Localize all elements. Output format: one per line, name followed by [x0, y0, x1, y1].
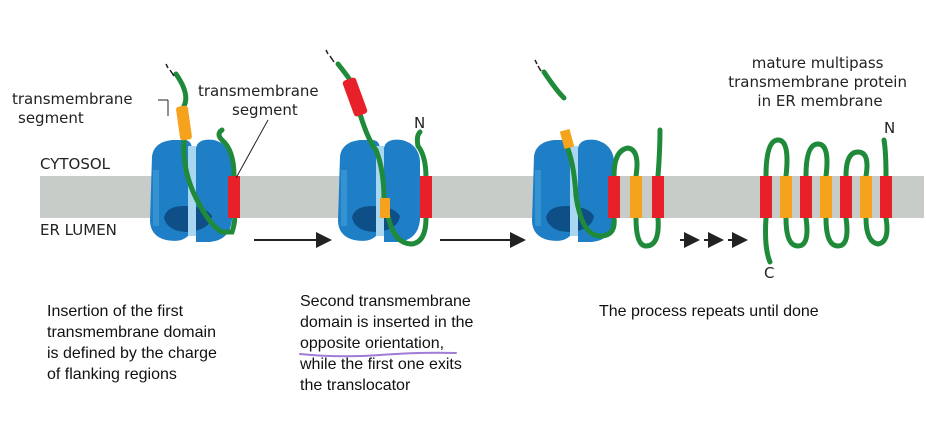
caption-step1-line: transmembrane domain [47, 324, 216, 341]
polypeptide-chain-1 [173, 71, 238, 235]
mature-segment-7 [880, 176, 892, 218]
orange-segment-1 [176, 105, 192, 141]
chain-continuation-3 [534, 59, 542, 72]
label-pointer-line-1 [235, 119, 269, 179]
caption-step2-line: Second transmembrane [300, 293, 471, 310]
red-segment-1 [228, 176, 240, 218]
step3-stage [532, 59, 664, 249]
polypeptide-chain-mature [763, 137, 890, 265]
caption-step2-line: opposite orientation, [300, 335, 445, 352]
polypeptide-chain-3 [541, 69, 663, 249]
translocator-3 [532, 140, 614, 242]
c-terminus-label: C [764, 264, 774, 282]
caption-step2-line: while the first one exits [300, 356, 462, 373]
tm-segment-left-label: transmembrane segment [12, 90, 137, 127]
red-segment-3a [608, 176, 620, 218]
orange-segment-2 [380, 198, 390, 218]
caption-step3-line: The process repeats until done [599, 303, 819, 320]
er-lumen-label: ER LUMEN [40, 221, 117, 239]
red-segment-3b [652, 176, 664, 218]
mature-segment-4 [820, 176, 832, 218]
mature-protein-label: mature multipass transmembrane protein i… [728, 54, 912, 110]
step2-stage [325, 49, 432, 247]
cytosol-label: CYTOSOL [40, 155, 111, 173]
tm-segment-mid-label: transmembrane segment [198, 82, 323, 119]
n-terminus-label-a: N [414, 114, 425, 132]
chain-continuation-2 [325, 49, 335, 63]
red-segment-2a [342, 77, 368, 117]
mature-segment-3 [800, 176, 812, 218]
mature-segment-2 [780, 176, 792, 218]
caption-step1-line: Insertion of the first [47, 303, 184, 320]
mature-segment-5 [840, 176, 852, 218]
mature-segment-1 [760, 176, 772, 218]
n-terminus-label-b: N [884, 119, 895, 137]
caption-step1-line: is defined by the charge [47, 345, 217, 362]
red-segment-2b [420, 176, 432, 218]
caption-step2-line: domain is inserted in the [300, 314, 474, 331]
orange-segment-3a [559, 129, 575, 149]
caption-step3: The process repeats until done [599, 301, 819, 322]
caption-step1-line: of flanking regions [47, 366, 177, 383]
step1-stage [150, 63, 269, 242]
mature-segment-6 [860, 176, 872, 218]
mature-protein [760, 137, 892, 265]
orange-segment-3b [630, 176, 642, 218]
chain-continuation-1 [165, 63, 175, 77]
caption-step2-line: the translocator [300, 377, 411, 394]
caption-step1: Insertion of the first transmembrane dom… [47, 301, 217, 385]
handwritten-underline [299, 351, 457, 358]
caption-step2: Second transmembrane domain is inserted … [300, 291, 473, 396]
